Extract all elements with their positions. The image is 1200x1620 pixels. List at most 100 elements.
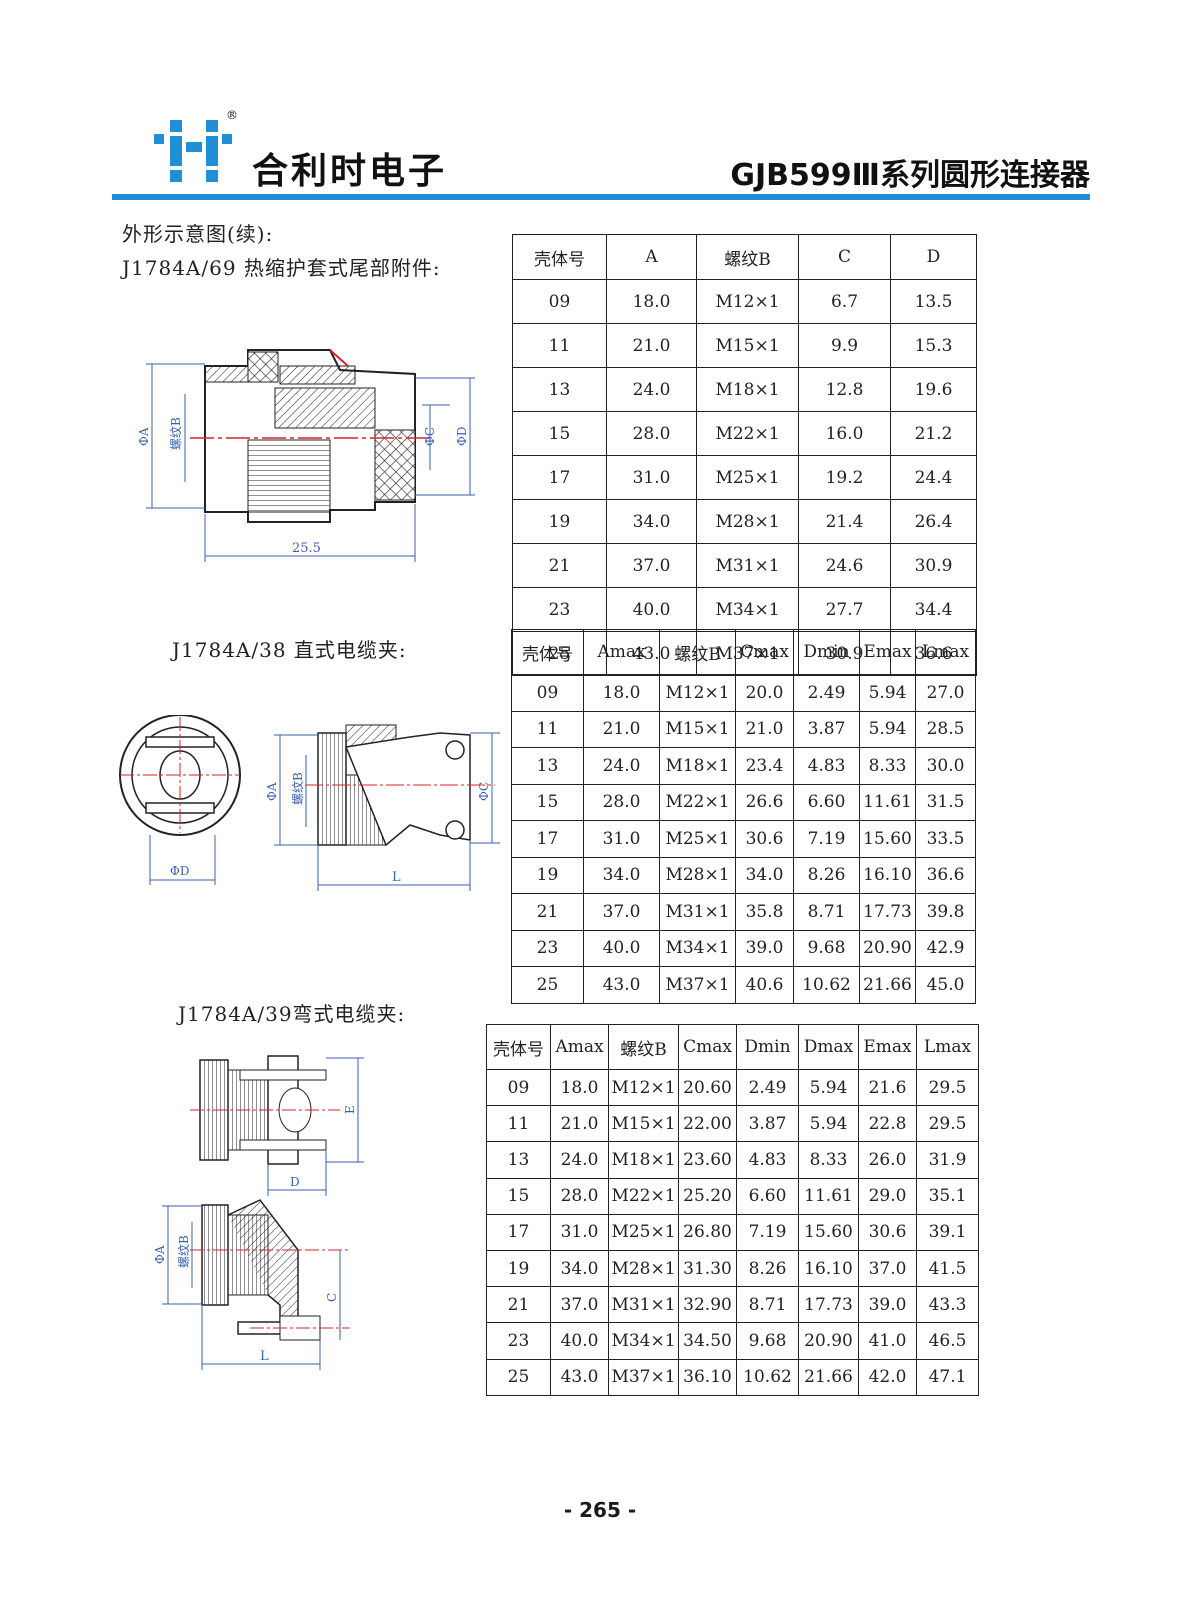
- table-header-cell: Cmax: [678, 1024, 737, 1070]
- table-cell: 26.80: [678, 1213, 737, 1251]
- table-cell: 43.3: [916, 1286, 979, 1324]
- table-cell: 8.33: [798, 1141, 859, 1179]
- label-e: E: [343, 1105, 357, 1114]
- table-cell: M18×1: [696, 367, 799, 412]
- table-cell: 21.0: [583, 710, 660, 748]
- label-phi-d: ΦD: [455, 427, 469, 446]
- table-cell: 28.0: [583, 783, 660, 821]
- label-phi-c: ΦC: [477, 782, 491, 801]
- table-header-cell: 螺纹B: [659, 629, 736, 675]
- table-cell: 21.0: [550, 1105, 609, 1143]
- table-cell: 28.5: [915, 710, 976, 748]
- table-cell: 36.6: [915, 856, 976, 894]
- table-cell: 16.0: [798, 411, 891, 456]
- label-thread-b: 螺纹B: [291, 772, 305, 805]
- table-cell: 39.8: [915, 893, 976, 931]
- table-cell: M18×1: [608, 1141, 679, 1179]
- table-cell: M31×1: [696, 543, 799, 588]
- table-cell: 5.94: [859, 710, 916, 748]
- table-header-cell: Dmin: [793, 629, 860, 675]
- table-cell: 30.9: [890, 543, 977, 588]
- table-cell: 30.6: [735, 820, 794, 858]
- table-cell: 19: [486, 1249, 551, 1288]
- table-cell: 27.0: [915, 674, 976, 712]
- brand-name: 合利时电子: [252, 151, 448, 192]
- table-cell: 17: [512, 455, 607, 500]
- series-title: GJB599Ⅲ系列圆形连接器: [730, 158, 1090, 193]
- table-cell: M34×1: [659, 929, 736, 967]
- table-cell: 8.71: [793, 893, 860, 931]
- label-phi-a: ΦA: [153, 1245, 167, 1264]
- table-cell: 8.26: [736, 1249, 799, 1288]
- table-cell: 4.83: [736, 1141, 799, 1179]
- table-cell: 36.10: [678, 1358, 737, 1396]
- table-cell: 17: [486, 1213, 551, 1251]
- table-cell: 8.33: [859, 747, 916, 785]
- table-header-cell: Dmin: [736, 1024, 799, 1070]
- table-cell: 5.94: [798, 1068, 859, 1107]
- table-cell: 24.0: [583, 747, 660, 785]
- label-phi-c: ΦC: [423, 427, 437, 446]
- table-cell: 31.0: [583, 820, 660, 858]
- table-cell: 9.9: [798, 323, 891, 368]
- table-header-cell: 壳体号: [511, 629, 584, 675]
- table-cell: 31.0: [606, 455, 697, 500]
- table-cell: 8.71: [736, 1286, 799, 1324]
- table-cell: M34×1: [696, 587, 799, 632]
- table-header-cell: Lmax: [915, 629, 976, 675]
- table-cell: 34.0: [735, 856, 794, 894]
- table-cell: 11.61: [859, 783, 916, 821]
- label-phi-a: ΦA: [137, 427, 151, 446]
- table-cell: 11: [511, 710, 584, 748]
- table-cell: M15×1: [608, 1105, 679, 1143]
- table-cell: 6.60: [793, 783, 860, 821]
- table-cell: 23: [511, 929, 584, 967]
- table-cell: 13: [512, 367, 607, 412]
- table-cell: 6.7: [798, 279, 891, 324]
- table-header-cell: Emax: [858, 1024, 917, 1070]
- table-cell: 19: [511, 856, 584, 894]
- table-header-cell: Emax: [859, 629, 916, 675]
- table-cell: 7.19: [736, 1213, 799, 1251]
- table-cell: 15: [512, 411, 607, 456]
- registered-mark: ®: [226, 108, 238, 122]
- table-cell: 28.0: [606, 411, 697, 456]
- table-cell: M25×1: [608, 1213, 679, 1251]
- table-cell: 25: [486, 1358, 551, 1396]
- table-cell: 15: [486, 1177, 551, 1215]
- table-cell: 2.49: [793, 674, 860, 712]
- table-header-cell: 螺纹B: [608, 1024, 679, 1070]
- table-cell: M15×1: [696, 323, 799, 368]
- table-header-cell: Dmax: [798, 1024, 859, 1070]
- table-cell: M22×1: [696, 411, 799, 456]
- label-d: D: [290, 1175, 300, 1189]
- table-cell: 32.90: [678, 1286, 737, 1324]
- table-cell: 11: [512, 323, 607, 368]
- table-cell: 31.30: [678, 1249, 737, 1288]
- table-cell: M25×1: [696, 455, 799, 500]
- table-cell: 25: [511, 966, 584, 1004]
- table-cell: 30.6: [858, 1213, 917, 1251]
- label-length-dim: 25.5: [292, 541, 321, 556]
- table-cell: 18.0: [606, 279, 697, 324]
- table-cell: 09: [512, 279, 607, 324]
- table-cell: M28×1: [659, 856, 736, 894]
- table-cell: 21: [511, 893, 584, 931]
- table-cell: M18×1: [659, 747, 736, 785]
- table-cell: 24.0: [606, 367, 697, 412]
- table-cell: 33.5: [915, 820, 976, 858]
- table-cell: 21: [486, 1286, 551, 1324]
